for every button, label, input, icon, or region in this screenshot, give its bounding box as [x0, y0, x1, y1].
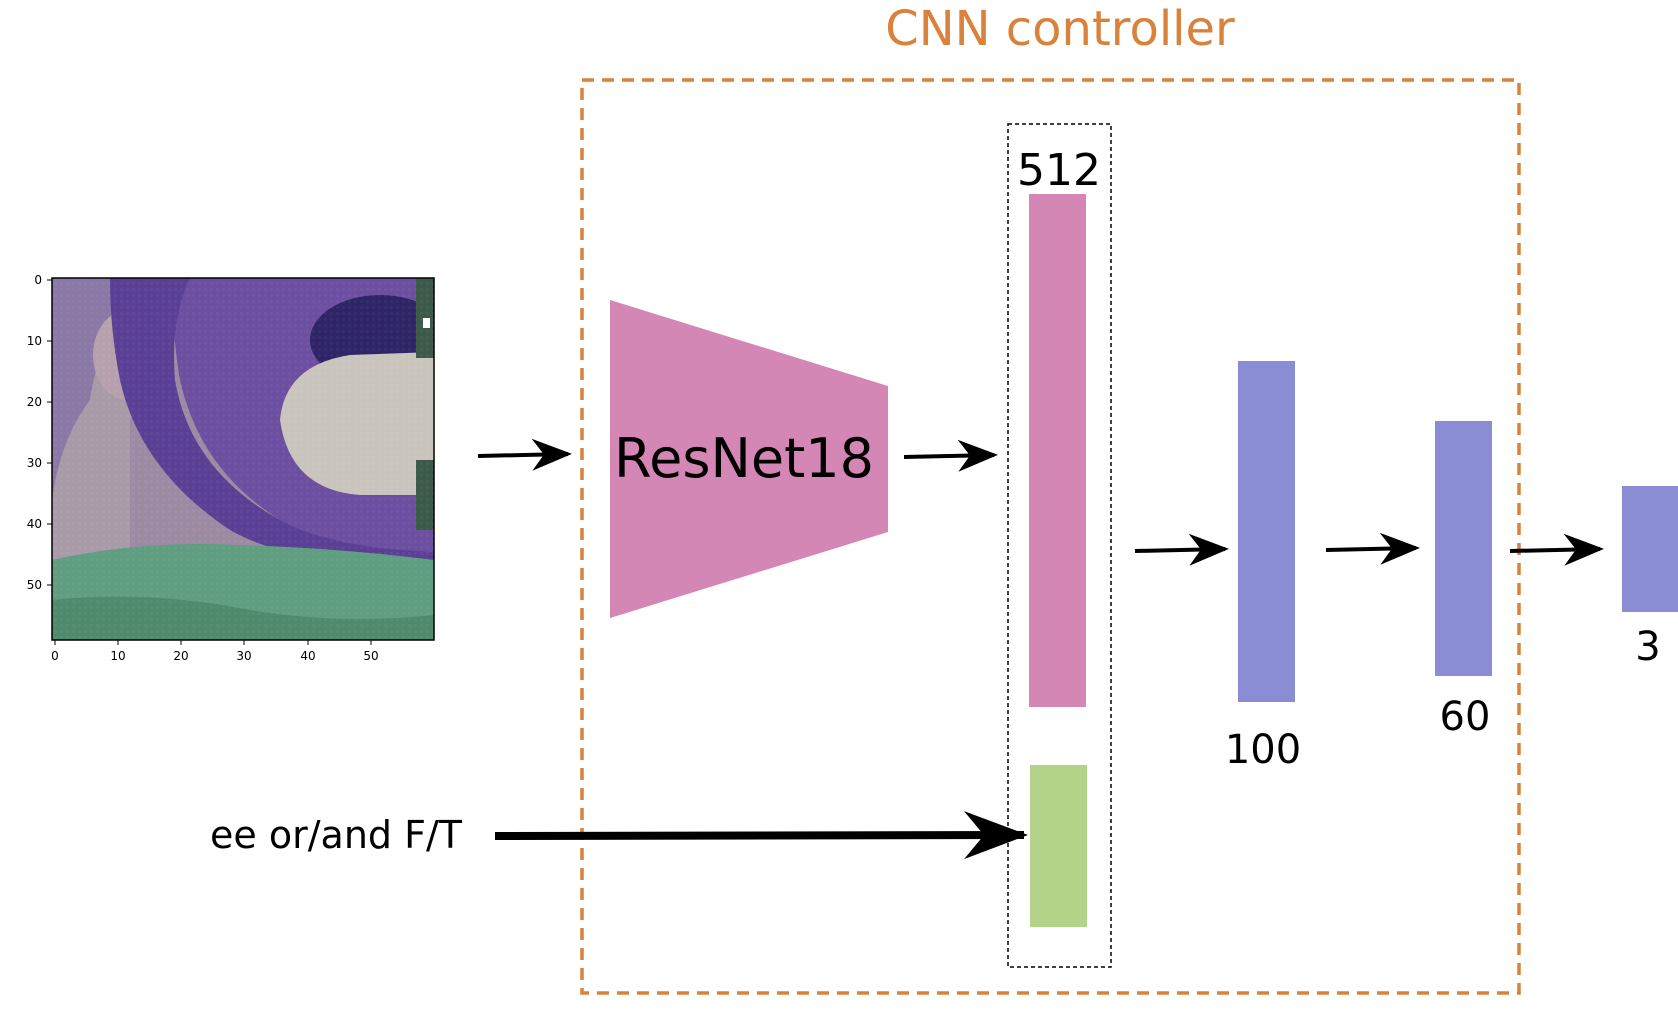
resnet18-label: ResNet18	[614, 427, 874, 490]
side-input-label: ee or/and F/T	[210, 813, 463, 857]
resnet-feature-vector	[1029, 194, 1086, 707]
feature-size-label: 512	[1017, 145, 1101, 196]
cnn-controller-box	[580, 78, 1521, 995]
y-tick-label: 50	[27, 578, 42, 592]
concat-feature-box	[1007, 123, 1112, 968]
camera-image	[52, 278, 434, 640]
output-layer-3-label: 3	[1635, 624, 1660, 670]
x-tick-label: 40	[300, 649, 315, 663]
arrow-features-to-fc100	[1134, 533, 1229, 566]
x-tick-label: 50	[363, 649, 378, 663]
arrow-fc100-to-fc60	[1325, 532, 1420, 565]
fc-layer-60	[1435, 421, 1492, 676]
y-tick-label: 20	[27, 395, 42, 409]
arrow-encoder-to-features	[903, 439, 998, 472]
y-tick-label: 10	[27, 334, 42, 348]
diagram-title: CNN controller	[885, 1, 1235, 57]
input-image-y-axis: 0 10 20 30 40 50	[27, 273, 52, 592]
resnet18-encoder	[610, 300, 888, 618]
fc-layer-100-label: 100	[1225, 727, 1301, 773]
output-layer-3	[1622, 486, 1678, 612]
y-tick-label: 30	[27, 456, 42, 470]
x-tick-label: 20	[173, 649, 188, 663]
y-tick-label: 40	[27, 517, 42, 531]
x-tick-label: 10	[110, 649, 125, 663]
fc-layer-60-label: 60	[1440, 694, 1491, 740]
arrow-side-input-to-features	[494, 811, 1028, 860]
input-image-x-axis: 0 10 20 30 40 50	[51, 640, 379, 663]
x-tick-label: 0	[51, 649, 59, 663]
arrow-fc60-to-output	[1509, 533, 1604, 566]
y-tick-label: 0	[34, 273, 42, 287]
arrow-image-to-encoder	[477, 438, 572, 471]
ee-ft-feature-vector	[1030, 765, 1087, 927]
fc-layer-100	[1238, 361, 1295, 702]
input-image-plot: 0 10 20 30 40 50 0 10 20 30 40 50	[27, 273, 435, 663]
x-tick-label: 30	[236, 649, 251, 663]
